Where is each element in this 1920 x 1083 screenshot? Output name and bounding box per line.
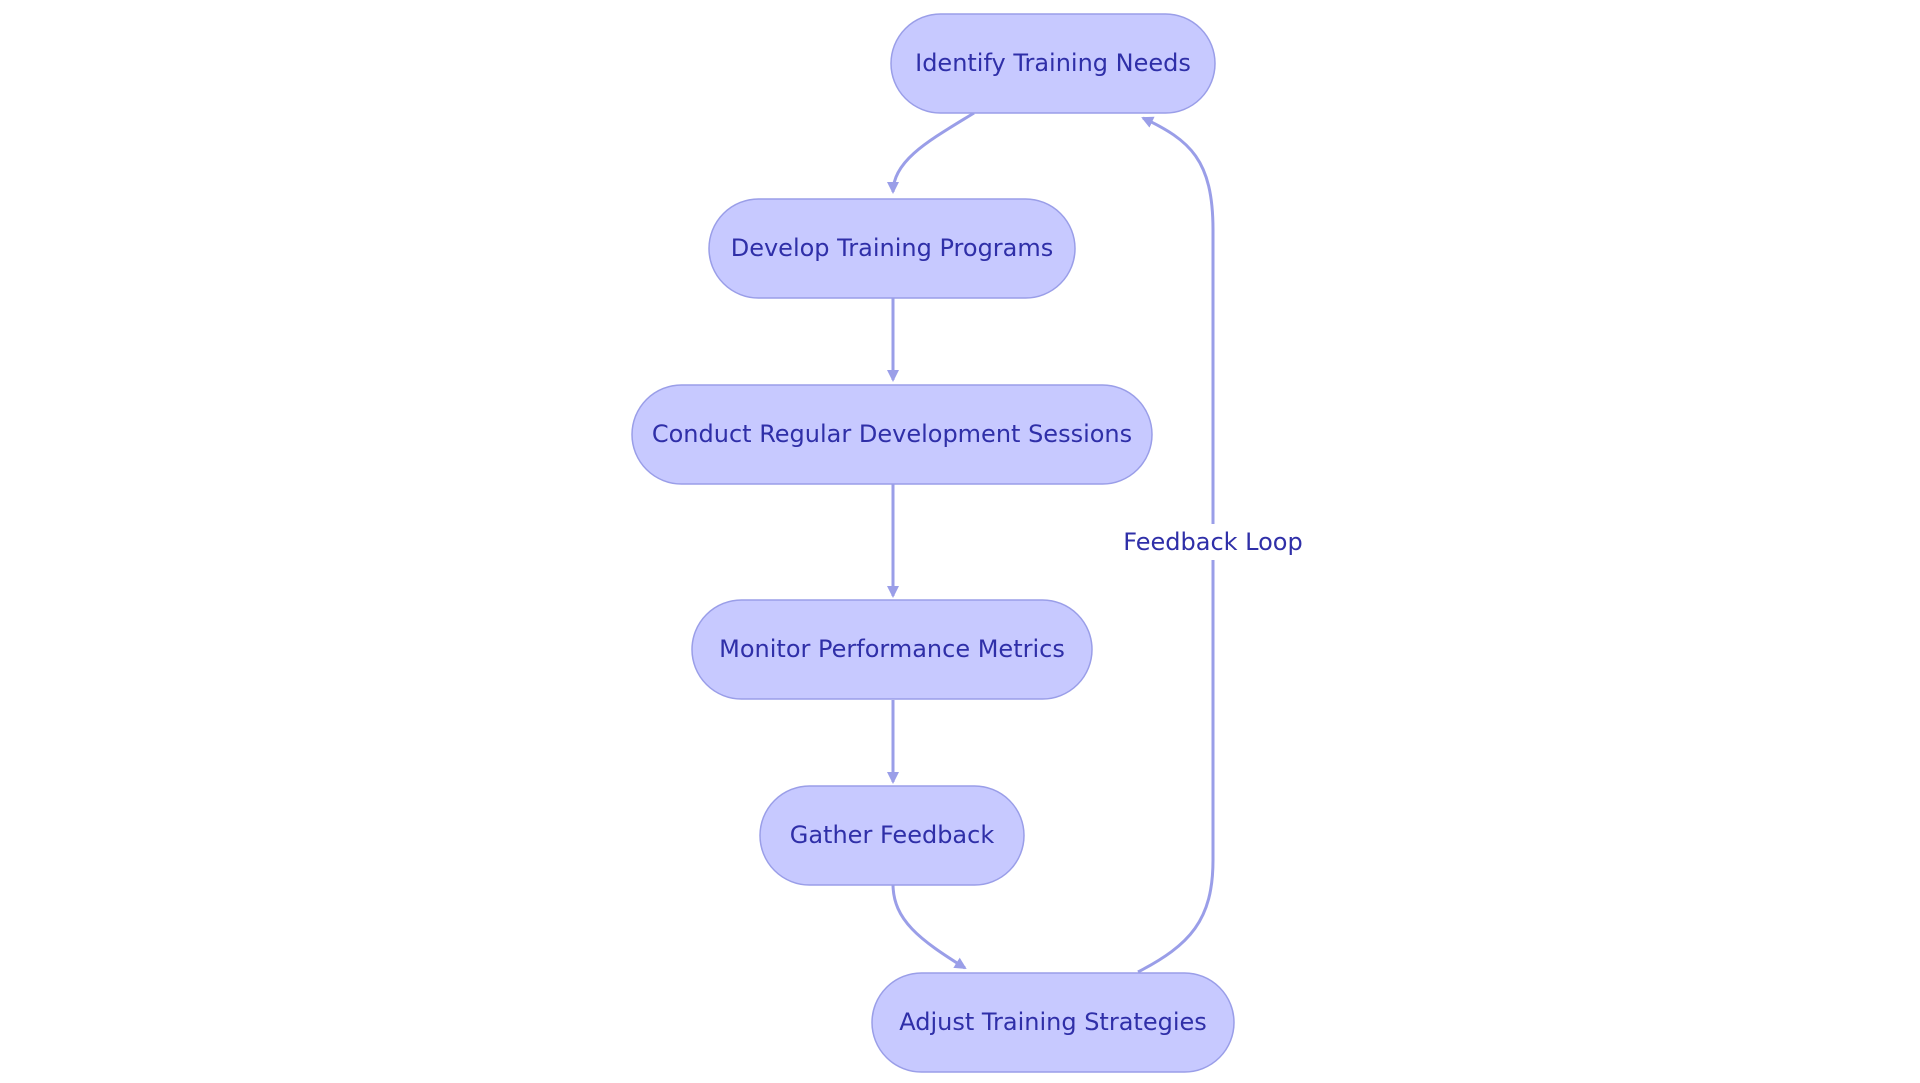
node-conduct-regular-development-sessions[interactable]: Conduct Regular Development Sessions xyxy=(631,384,1153,485)
node-adjust-training-strategies[interactable]: Adjust Training Strategies xyxy=(871,972,1235,1073)
node-monitor-performance-metrics[interactable]: Monitor Performance Metrics xyxy=(691,599,1093,700)
feedback-loop-label: Feedback Loop xyxy=(1123,528,1302,556)
edge-gather-to-adjust xyxy=(891,883,967,970)
node-identify-training-needs-label: Identify Training Needs xyxy=(915,49,1191,77)
node-develop-training-programs-label: Develop Training Programs xyxy=(731,234,1054,262)
node-adjust-training-strategies-label: Adjust Training Strategies xyxy=(899,1008,1207,1036)
node-conduct-regular-development-sessions-label: Conduct Regular Development Sessions xyxy=(652,420,1132,448)
node-gather-feedback[interactable]: Gather Feedback xyxy=(759,785,1025,886)
node-identify-training-needs[interactable]: Identify Training Needs xyxy=(890,13,1216,114)
feedback-loop-label-bg xyxy=(1122,524,1304,560)
node-gather-feedback-label: Gather Feedback xyxy=(790,821,995,849)
edge-identify-to-develop xyxy=(887,111,975,194)
node-develop-training-programs[interactable]: Develop Training Programs xyxy=(708,198,1076,299)
node-monitor-performance-metrics-label: Monitor Performance Metrics xyxy=(719,635,1065,663)
